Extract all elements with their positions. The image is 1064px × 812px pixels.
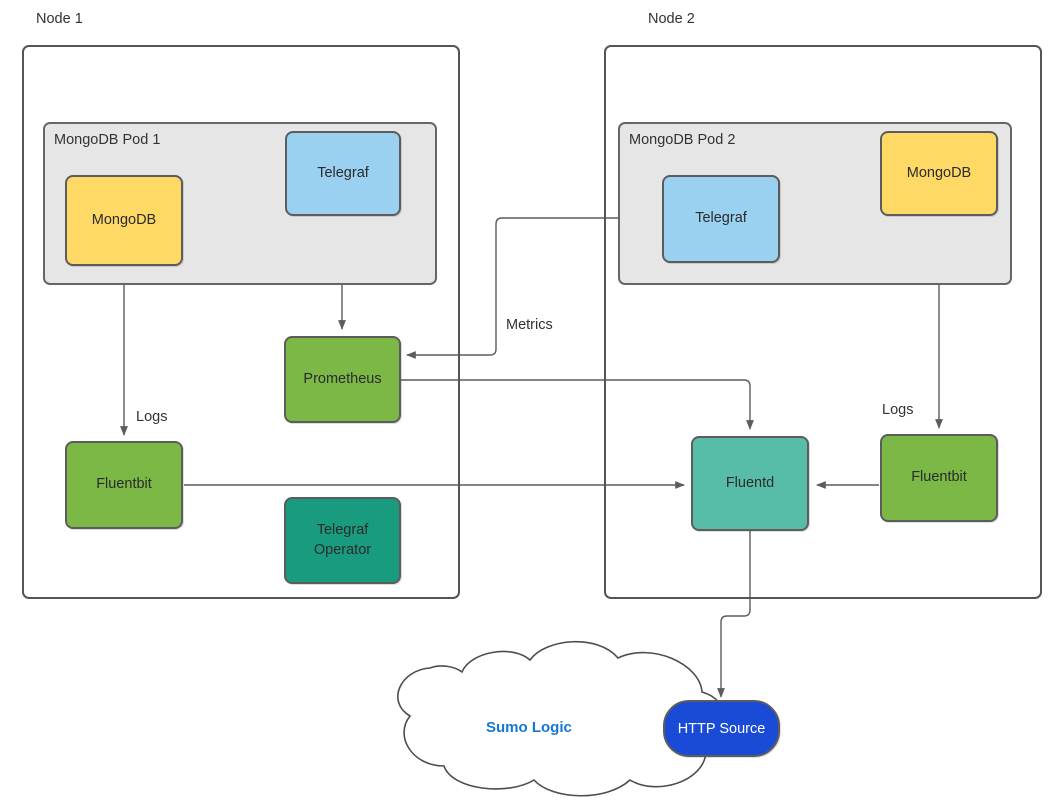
component-telegraf-operator[interactable]: Telegraf Operator: [284, 497, 401, 584]
edge-prometheus-fluentd: [401, 379, 754, 430]
component-prometheus[interactable]: Prometheus: [284, 336, 401, 423]
edge-label-logs-left: Logs: [133, 409, 171, 425]
http-source-endpoint[interactable]: HTTP Source: [663, 700, 780, 757]
component-mongodb-2[interactable]: MongoDB: [880, 131, 998, 216]
component-telegraf-1[interactable]: Telegraf: [285, 131, 401, 216]
node-label-node2: Node 2: [648, 11, 695, 27]
edge-label-metrics: Metrics: [503, 317, 556, 333]
node-container-node1: [22, 45, 460, 599]
component-fluentd[interactable]: Fluentd: [691, 436, 809, 531]
telegraf-operator-line-1: Telegraf: [316, 521, 369, 538]
node-container-node2: [604, 45, 1042, 599]
edge-fluentd-http-source: [717, 531, 751, 698]
node-label-node1: Node 1: [36, 11, 83, 27]
component-fluentbit-2[interactable]: Fluentbit: [880, 434, 998, 522]
component-mongodb-1[interactable]: MongoDB: [65, 175, 183, 266]
component-fluentbit-1[interactable]: Fluentbit: [65, 441, 183, 529]
edge-label-logs-right: Logs: [879, 402, 917, 418]
pod-title-pod2: MongoDB Pod 2: [629, 132, 736, 148]
cloud-label-sumo-logic: Sumo Logic: [486, 719, 572, 736]
pod-title-pod1: MongoDB Pod 1: [54, 132, 161, 148]
component-telegraf-2[interactable]: Telegraf: [662, 175, 780, 263]
telegraf-operator-line-2: Operator: [313, 541, 372, 558]
edge-telegraf2-prometheus: [406, 217, 661, 359]
